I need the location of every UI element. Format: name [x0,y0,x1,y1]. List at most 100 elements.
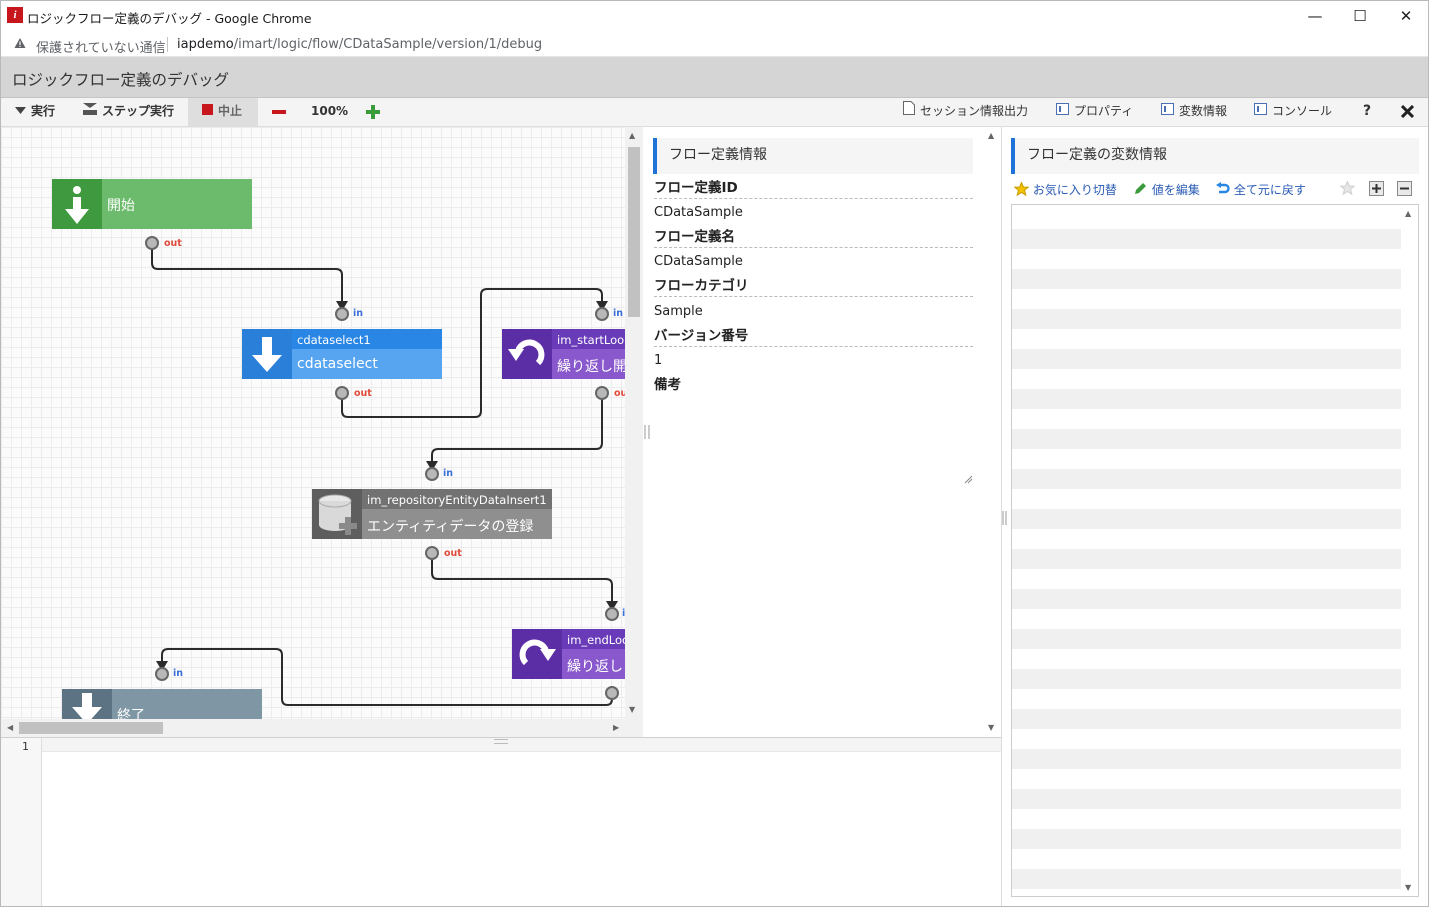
minimize-button[interactable]: — [1307,7,1323,25]
repo-insert-node[interactable]: im_repositoryEntityDataInsert1 エンティティデータ… [312,489,552,539]
zoom-in-button[interactable] [366,98,380,126]
scroll-down-icon[interactable]: ▼ [1405,883,1412,892]
cdataselect-node-label: cdataselect [297,356,378,372]
splitter-handle[interactable] [1002,511,1007,525]
version-label: バージョン番号 [654,326,973,347]
start-loop-out-port[interactable] [595,386,609,400]
scroll-up-icon[interactable]: ▲ [988,131,995,140]
scroll-down-icon[interactable]: ▼ [629,705,636,714]
start-loop-in-label: in [613,308,624,319]
end-in-port[interactable] [155,667,169,681]
variables-table-scrollbar[interactable]: ▲ ▼ [1401,205,1418,896]
flow-category-value: Sample [654,304,703,319]
console-editor[interactable]: 1 [1,737,1001,906]
end-loop-id-bar [562,629,625,649]
address-bar[interactable]: 保護されていない通信 iapdemo/imart/logic/flow/CDat… [1,31,1428,57]
console-button[interactable]: コンソール [1254,98,1332,126]
step-run-button[interactable]: ステップ実行 [83,98,174,126]
minus-icon [272,104,286,118]
star-icon [1013,181,1030,197]
console-resize-grip[interactable] [494,739,508,744]
end-node[interactable]: 終了 [62,689,262,719]
repo-insert-in-label: in [443,468,454,479]
flow-name-value: CDataSample [654,254,743,269]
start-node[interactable]: 開始 [52,179,252,229]
url-text[interactable]: iapdemo/imart/logic/flow/CDataSample/ver… [177,37,542,52]
cdataselect-out-label: out [354,388,372,399]
app-logo-icon: i [7,7,23,23]
plus-box-icon [1369,181,1384,196]
splitter-handle[interactable] [644,425,650,439]
close-panel-button[interactable] [1400,98,1415,126]
toggle-favorite-button[interactable]: お気に入り切替 [1013,181,1117,198]
start-loop-in-port[interactable] [595,307,609,321]
info-panel-scrollbar[interactable]: ▲ ▼ [983,127,1001,737]
page-header: ロジックフロー定義のデバッグ [1,57,1428,98]
properties-label: プロパティ [1074,104,1134,118]
start-loop-label-bar [552,349,625,379]
reset-all-button[interactable]: 全て元に戻す [1215,181,1306,198]
flow-id-label: フロー定義ID [654,178,973,199]
end-loop-node-id: im_endLoo [567,633,625,647]
flow-info-panel [643,127,1001,737]
connector-lines [151,249,618,706]
canvas-horizontal-scrollbar[interactable]: ◀ ▶ [1,719,625,737]
scroll-up-icon[interactable]: ▲ [629,131,636,140]
console-label: コンソール [1272,104,1333,118]
stop-button[interactable]: 中止 [188,98,258,126]
flow-category-label: フローカテゴリ [654,276,973,297]
flow-canvas[interactable]: 開始 out in cdataselect1 cdataselect out i… [1,127,625,719]
variables-button[interactable]: 変数情報 [1161,98,1227,126]
maximize-button[interactable]: ☐ [1353,7,1367,25]
run-label: 実行 [31,104,56,118]
start-loop-node[interactable]: im_startLoop 繰り返し開 [502,329,625,379]
panel-icon [1254,98,1267,125]
resize-handle-icon[interactable] [964,475,973,487]
insecure-label[interactable]: 保護されていない通信 [36,41,166,56]
scroll-down-icon[interactable]: ▼ [988,723,995,732]
end-loop-in-port[interactable] [605,607,619,621]
scrollbar-thumb[interactable] [628,147,640,317]
cdataselect-in-port[interactable] [335,307,349,321]
scroll-up-icon[interactable]: ▲ [1405,209,1412,218]
flow-name-label: フロー定義名 [654,227,973,248]
run-button[interactable]: 実行 [15,98,55,126]
collapse-all-button[interactable] [1397,181,1412,196]
star-outline-icon [1339,180,1356,196]
edit-value-button[interactable]: 値を編集 [1133,181,1200,198]
zoom-out-button[interactable] [272,98,286,126]
help-button[interactable]: ? [1363,103,1372,119]
cdataselect-node[interactable]: cdataselect1 cdataselect [242,329,442,379]
cdataselect-id-bar [292,329,442,349]
close-button[interactable]: ✕ [1399,7,1413,25]
scrollbar-thumb[interactable] [19,722,163,734]
arrow-down-icon [242,329,292,379]
loop-end-icon [512,629,562,679]
cdataselect-node-id: cdataselect1 [297,333,371,347]
remarks-label: 備考 [654,377,681,393]
repo-insert-out-port[interactable] [425,546,439,560]
stop-icon [202,98,213,125]
line-gutter: 1 [1,738,42,906]
document-icon [903,98,915,125]
minus-box-icon [1397,181,1412,196]
session-export-button[interactable]: セッション情報出力 [903,98,1028,126]
start-loop-node-label: 繰り返し開 [557,359,625,375]
console-active-line [42,738,1001,752]
variables-table[interactable]: ▲ ▼ [1011,204,1419,897]
scroll-right-icon[interactable]: ▶ [613,723,620,732]
scroll-left-icon[interactable]: ◀ [7,723,14,732]
info-arrow-down-icon [52,179,102,229]
repo-insert-label-bar [362,509,552,539]
cdataselect-out-port[interactable] [335,386,349,400]
properties-button[interactable]: プロパティ [1056,98,1133,126]
canvas-vertical-scrollbar[interactable]: ▲ ▼ [625,127,643,737]
start-loop-out-label: ou [614,388,625,399]
end-loop-node[interactable]: im_endLoo 繰り返し [512,629,625,679]
expand-all-button[interactable] [1369,181,1384,196]
favorite-star-button[interactable] [1339,180,1356,196]
warning-icon[interactable] [14,37,26,52]
end-loop-out-port[interactable] [605,686,619,700]
repo-insert-in-port[interactable] [425,467,439,481]
start-out-port[interactable] [145,236,159,250]
